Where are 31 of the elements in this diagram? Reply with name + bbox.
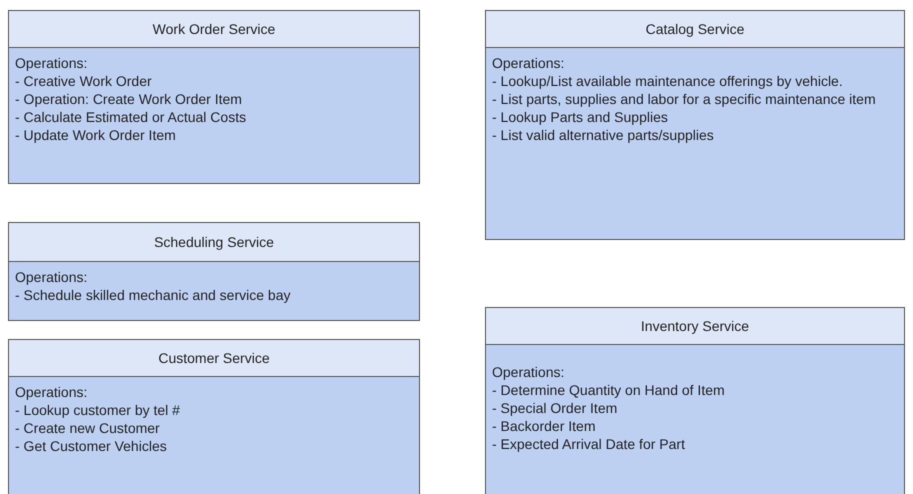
service-title: Customer Service (158, 350, 270, 366)
operation-item: - List valid alternative parts/supplies (492, 126, 715, 144)
service-box (485, 10, 905, 240)
operation-item: - Creative Work Order (15, 72, 153, 90)
operation-item: - Special Order Item (492, 399, 618, 417)
operation-item: - Create new Customer (15, 419, 161, 437)
operation-item: - Lookup/List available maintenance offerings by vehicle. (492, 72, 844, 90)
service-title: Catalog Service (646, 21, 744, 37)
operation-item: - Update Work Order Item (15, 126, 177, 144)
operation-item: - Determine Quantity on Hand of Item (492, 381, 726, 399)
service-box (485, 307, 905, 494)
operation-item: - Lookup customer by tel # (15, 401, 181, 419)
service-title: Work Order Service (152, 21, 276, 37)
operation-item: - Calculate Estimated or Actual Costs (15, 108, 248, 126)
operation-item: - Backorder Item (492, 417, 596, 435)
section-heading: Operations: (15, 54, 88, 72)
operation-item: - Schedule skilled mechanic and service bay (15, 286, 292, 304)
operation-item: - Get Customer Vehicles (15, 437, 168, 455)
section-heading: Operations: (492, 363, 566, 381)
service-box (8, 222, 420, 321)
service-box (8, 10, 420, 184)
section-heading: Operations: (492, 54, 566, 72)
operation-item: - List parts, supplies and labor for a specific maintenance item (492, 90, 877, 108)
service-title: Inventory Service (640, 318, 750, 334)
operation-item: - Expected Arrival Date for Part (492, 435, 686, 453)
section-heading: Operations: (15, 383, 88, 401)
service-title: Scheduling Service (154, 234, 274, 250)
operation-item: - Operation: Create Work Order Item (15, 90, 243, 108)
section-heading: Operations: (15, 268, 88, 286)
service-box (8, 339, 420, 494)
operation-item: - Lookup Parts and Supplies (492, 108, 669, 126)
